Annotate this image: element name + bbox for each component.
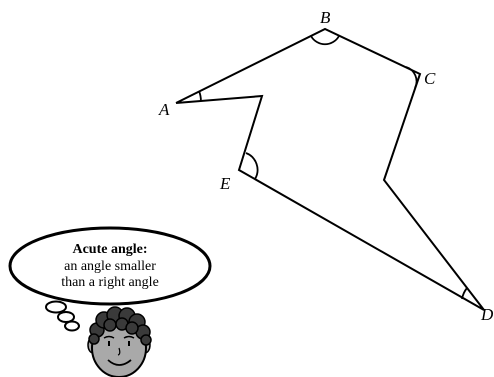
angle-arc-a xyxy=(198,90,202,102)
polygon-outline xyxy=(175,27,485,311)
angle-marks xyxy=(198,35,468,300)
vertex-label-b: B xyxy=(320,8,331,27)
thought-tail-circle-2 xyxy=(57,311,75,323)
left-brow xyxy=(103,335,115,339)
thought-tail-circle-1 xyxy=(45,300,67,314)
cartoon-face-icon xyxy=(87,306,152,377)
right-brow xyxy=(123,335,135,339)
bubble-line-2: than a right angle xyxy=(61,275,159,290)
bubble-title: Acute angle: xyxy=(72,242,147,257)
vertex-label-c: C xyxy=(424,69,436,88)
smile xyxy=(107,359,132,366)
nose xyxy=(117,347,121,356)
angle-arc-c xyxy=(405,66,418,89)
polygon xyxy=(175,27,485,311)
bubble-line-1: an angle smaller xyxy=(64,259,156,274)
hair xyxy=(88,306,152,346)
vertex-label-a: A xyxy=(158,100,170,119)
thought-bubble-icon xyxy=(8,226,212,306)
vertex-label-e: E xyxy=(219,174,231,193)
thought-bubble: Acute angle: an angle smaller than a rig… xyxy=(8,226,212,332)
angle-arc-d xyxy=(461,287,468,300)
angle-arc-b xyxy=(310,35,340,46)
angle-arc-e xyxy=(245,152,259,180)
vertex-label-d: D xyxy=(480,305,494,324)
thought-tail-circle-3 xyxy=(64,320,80,332)
